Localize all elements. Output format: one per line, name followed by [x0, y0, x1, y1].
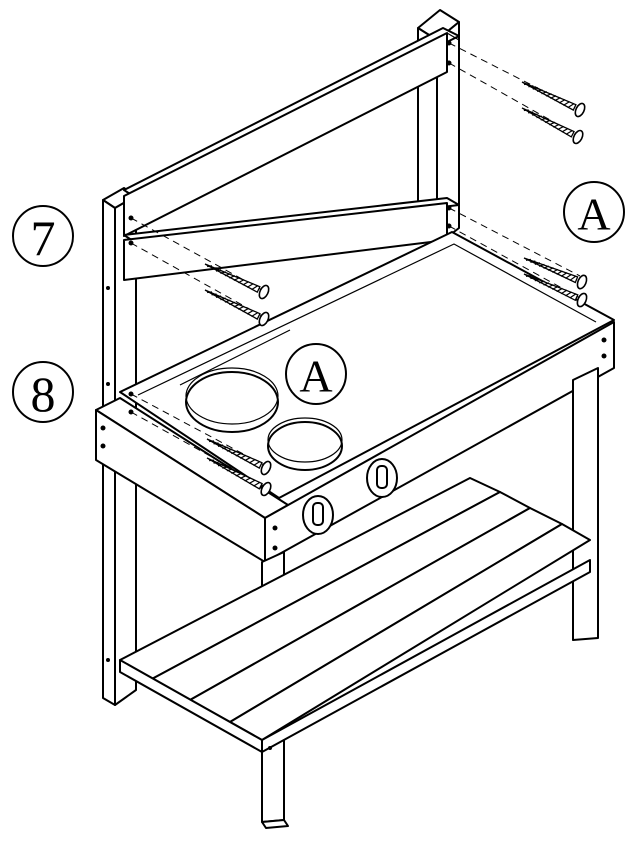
step-number-7: 7	[31, 210, 56, 266]
screw-8	[206, 457, 272, 497]
bottom-shelf	[119, 477, 591, 753]
screw-3	[523, 257, 588, 290]
step-label-8: 8	[12, 361, 74, 423]
control-knob-right	[366, 458, 398, 498]
backrest-upper-rail	[123, 27, 460, 237]
burner-small	[267, 417, 343, 471]
screw-2	[521, 107, 584, 145]
screw-1	[521, 81, 586, 118]
part-letter-a-right: A	[577, 189, 610, 240]
screw-icon	[204, 81, 588, 497]
step-number-8: 8	[31, 366, 56, 422]
part-label-a-right: A	[563, 181, 625, 243]
screw-6	[204, 289, 270, 327]
screw-4	[523, 273, 588, 308]
back-right-leg	[572, 367, 599, 641]
burner-large	[185, 367, 279, 433]
control-knob-left	[302, 495, 334, 535]
step-label-7: 7	[12, 205, 74, 267]
part-label-a-center: A	[285, 343, 347, 405]
screw-7	[206, 438, 272, 476]
part-letter-a-center: A	[299, 351, 332, 402]
screw-5	[204, 263, 270, 300]
